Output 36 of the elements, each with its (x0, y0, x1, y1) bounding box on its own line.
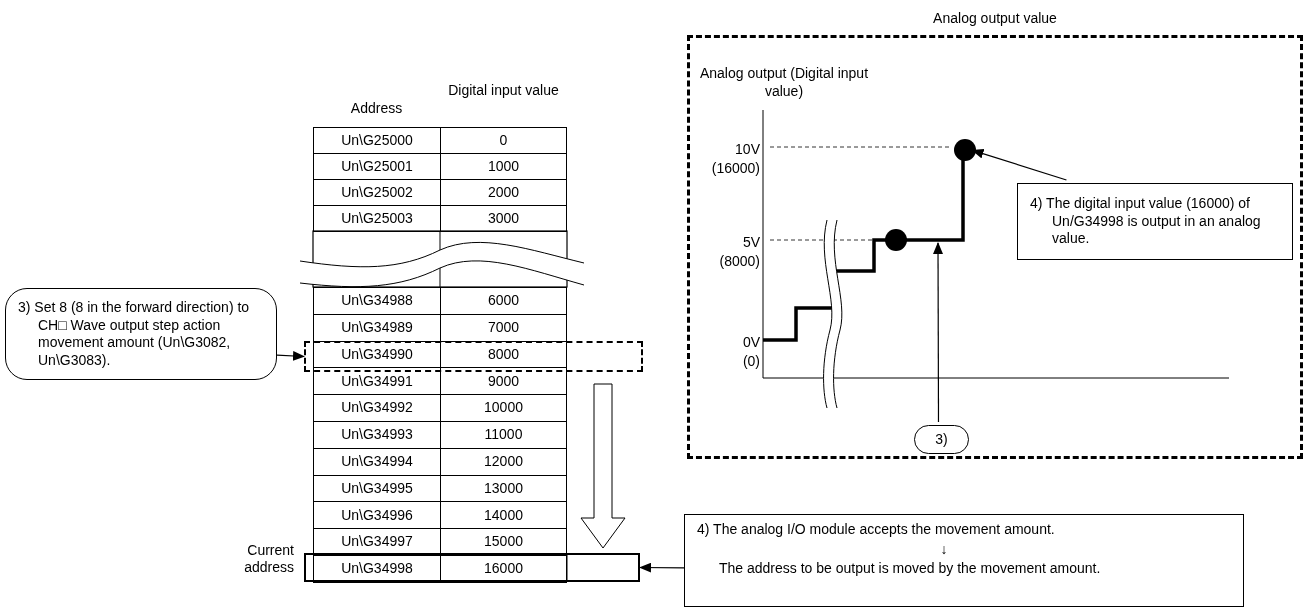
table-cell: Un\G34998 (313, 555, 441, 583)
callout-text: 3) Set 8 (8 in the forward direction) to CH□ Wave output step action movement amount (Un\G3082, Un\G3083). (18, 299, 251, 369)
row-caption: Current address (243, 542, 294, 576)
data-point (954, 139, 976, 161)
column-header: Digital input value (447, 82, 560, 100)
table-cell: 16000 (440, 555, 567, 583)
step-badge (914, 425, 969, 454)
note-text: The address to be output is moved by the movement amount. (718, 560, 1102, 578)
tick-label: (0) (742, 353, 760, 371)
table-cell: Un\G25003 (313, 205, 441, 232)
tick-label: (16000) (711, 160, 760, 178)
table-cell: Un\G34988 (313, 287, 441, 315)
block-arrow (580, 383, 626, 549)
highlight-frame (304, 341, 643, 372)
badge-text: 3) (935, 430, 948, 449)
current-row-frame (304, 553, 640, 582)
tick-label: 10V (735, 141, 760, 159)
tick-label: (8000) (719, 253, 760, 271)
tick-label: 5V (742, 234, 760, 252)
note-box (684, 514, 1244, 607)
down-arrow: ↓ (939, 540, 949, 558)
arrow (639, 562, 685, 573)
frame-heading: Analog output value (932, 10, 1058, 28)
column-header: Address (349, 100, 404, 118)
table-cell: Un\G25000 (313, 127, 441, 154)
callout-box (1017, 183, 1293, 260)
axis-title: Analog output (Digital input value) (698, 65, 870, 100)
callout-box (5, 288, 277, 380)
note-text: 4) The analog I/O module accepts the movement amount. (697, 521, 1056, 539)
table-cell: 6000 (440, 287, 567, 315)
callout-text: 4) The digital input value (16000) of Un/G34998 is output in an analog value. (1030, 195, 1262, 248)
arrow (276, 350, 305, 361)
table-cell: 3000 (440, 205, 567, 232)
table-cell: 0 (440, 127, 567, 154)
arrow (933, 242, 944, 423)
tick-label: 0V (742, 334, 760, 352)
